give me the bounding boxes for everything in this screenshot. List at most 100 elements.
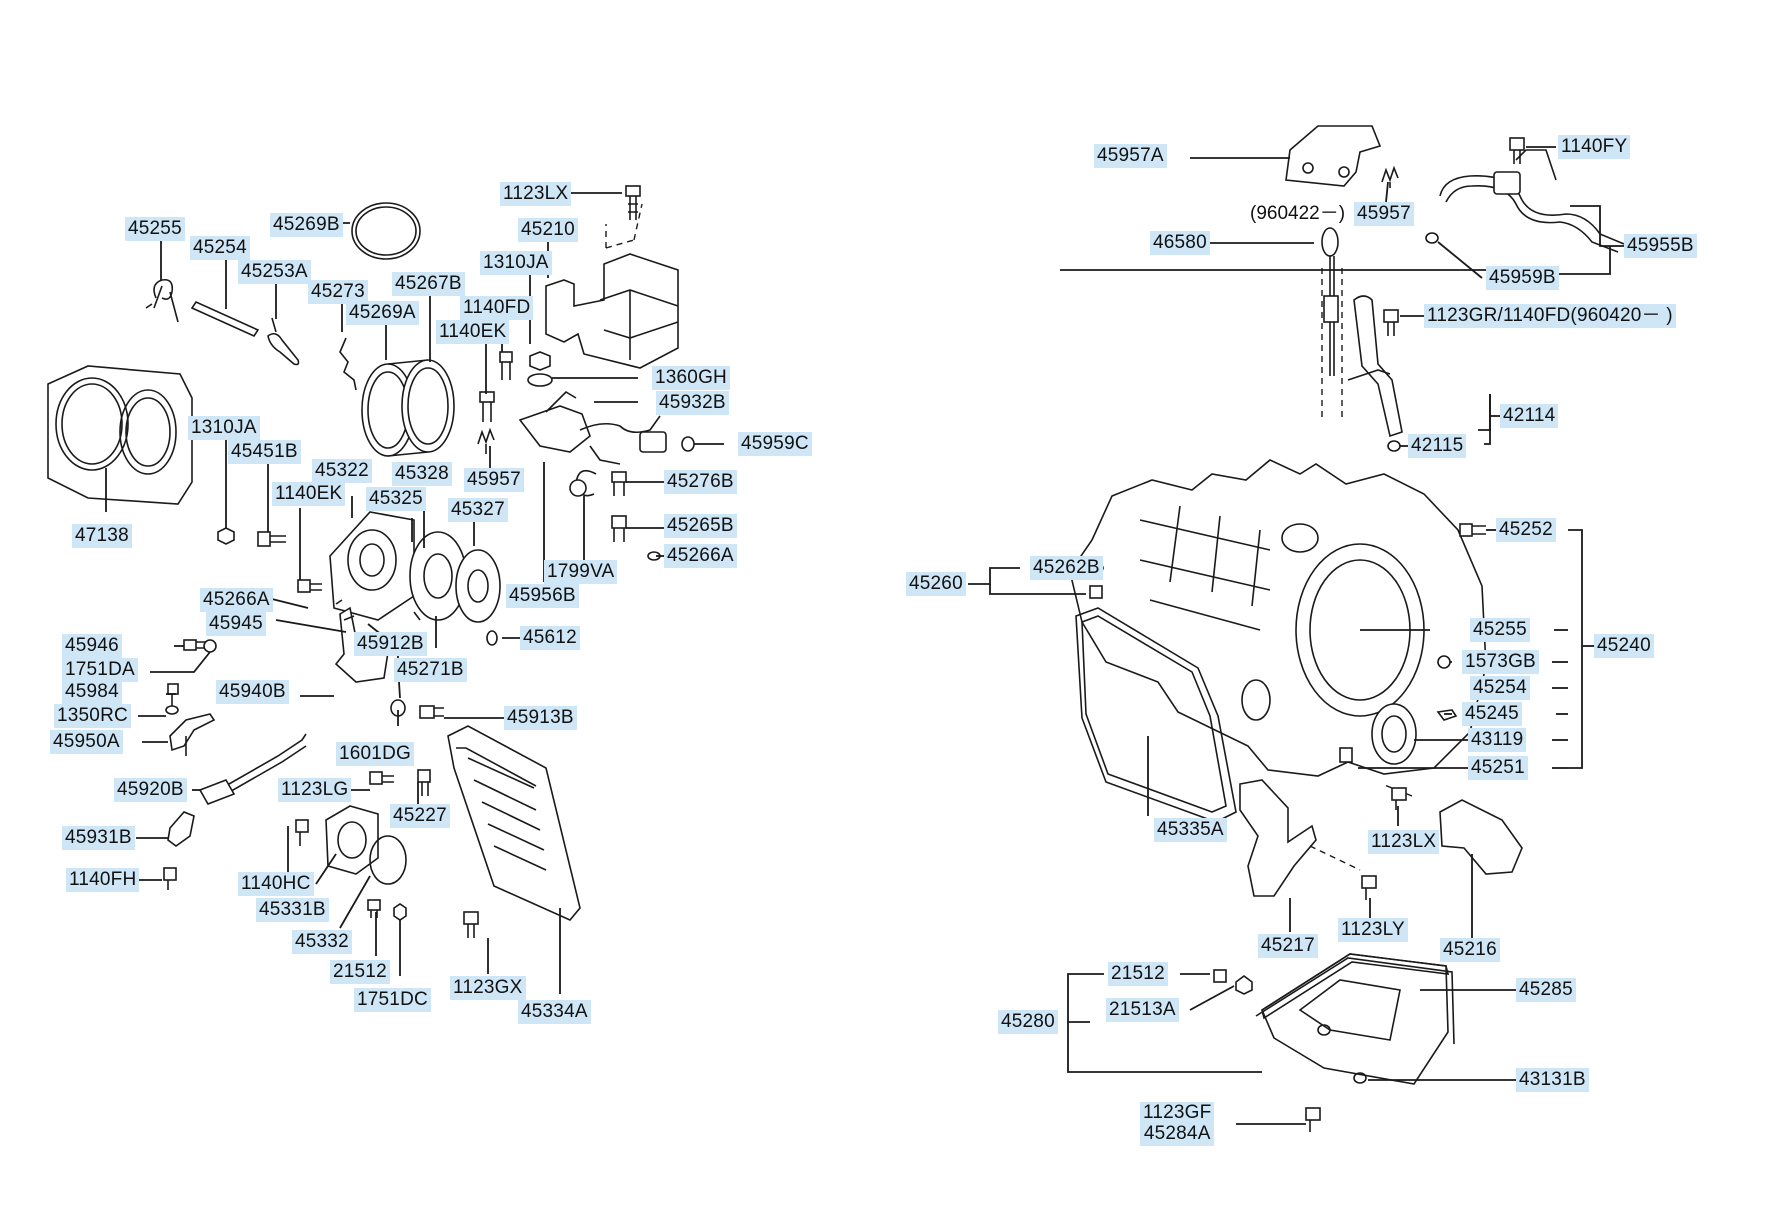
part-label-45266a[interactable]: 45266A [200, 588, 273, 612]
bolt-part [1459, 523, 1486, 537]
part-label-1123gf-45284a[interactable]: 1123GF 45284A [1140, 1102, 1215, 1146]
part-label-1573gb[interactable]: 1573GB [1462, 650, 1539, 674]
part-label-1140ek-2[interactable]: 1140EK [272, 482, 346, 506]
part-label-45260[interactable]: 45260 [906, 572, 966, 596]
part-label-45269b[interactable]: 45269B [270, 213, 343, 237]
part-label-1799va[interactable]: 1799VA [544, 560, 618, 584]
oil-pan-part [1255, 953, 1455, 1085]
part-label-45931b[interactable]: 45931B [62, 826, 135, 850]
part-label-45210[interactable]: 45210 [518, 218, 578, 242]
part-label-45280[interactable]: 45280 [998, 1010, 1058, 1034]
leader-lines-right [968, 146, 1624, 1125]
part-label-45328[interactable]: 45328 [392, 462, 452, 486]
part-label-45932b[interactable]: 45932B [656, 391, 729, 415]
part-label-45940b[interactable]: 45940B [216, 680, 289, 704]
part-label-45254-2[interactable]: 45254 [1470, 676, 1530, 700]
part-label-45269a[interactable]: 45269A [346, 301, 419, 325]
part-label-1123lx[interactable]: 1123LX [500, 182, 572, 206]
part-label-45262b[interactable]: 45262B [1030, 556, 1103, 580]
part-label-42115[interactable]: 42115 [1408, 434, 1467, 458]
part-label-45959b[interactable]: 45959B [1486, 266, 1559, 290]
part-label-45984[interactable]: 45984 [62, 680, 122, 704]
part-label-45945[interactable]: 45945 [206, 612, 266, 636]
part-label-45912b[interactable]: 45912B [354, 632, 427, 656]
control-cable-part [198, 733, 307, 805]
bolt-part [1305, 1107, 1321, 1132]
part-label-1123lg[interactable]: 1123LG [278, 778, 352, 802]
part-label-45217[interactable]: 45217 [1258, 934, 1318, 958]
part-label-42114[interactable]: 42114 [1500, 404, 1559, 428]
part-label-47138[interactable]: 47138 [72, 524, 132, 548]
torsion-spring-part [145, 278, 179, 323]
part-label-45327[interactable]: 45327 [448, 498, 508, 522]
part-label-45276b[interactable]: 45276B [664, 470, 737, 494]
part-label-1751da[interactable]: 1751DA [62, 658, 138, 682]
part-label-45959c[interactable]: 45959C [738, 432, 812, 456]
part-label-1123gx[interactable]: 1123GX [450, 976, 526, 1000]
part-label-45950a[interactable]: 45950A [50, 730, 123, 754]
part-label-1140fy[interactable]: 1140FY [1558, 135, 1631, 159]
part-label-43119[interactable]: 43119 [1468, 728, 1527, 752]
part-label-1140ek[interactable]: 1140EK [436, 320, 510, 344]
part-label-1140fh[interactable]: 1140FH [66, 868, 140, 892]
part-label-45285[interactable]: 45285 [1516, 978, 1576, 1002]
part-label-21512[interactable]: 21512 [330, 960, 390, 984]
part-label-1360gh[interactable]: 1360GH [652, 366, 730, 390]
part-label-1140hc[interactable]: 1140HC [238, 872, 314, 896]
part-label-45251[interactable]: 45251 [1468, 756, 1528, 780]
part-label-45612[interactable]: 45612 [520, 626, 580, 650]
part-label-45325[interactable]: 45325 [366, 487, 426, 511]
part-label-1350rc[interactable]: 1350RC [54, 704, 131, 728]
part-label-45331b[interactable]: 45331B [256, 898, 329, 922]
part-label-45271b[interactable]: 45271B [394, 658, 467, 682]
part-label-45451b[interactable]: 45451B [228, 440, 301, 464]
part-label-45955b[interactable]: 45955B [1624, 234, 1697, 258]
part-label-45956b[interactable]: 45956B [506, 584, 579, 608]
part-label-1310ja[interactable]: 1310JA [480, 251, 552, 275]
part-label-43131b[interactable]: 43131B [1516, 1068, 1589, 1092]
retainer-part [569, 469, 597, 497]
part-label-45957a[interactable]: 45957A [1094, 144, 1167, 168]
part-label-45266a-2[interactable]: 45266A [664, 544, 737, 568]
part-label-45216[interactable]: 45216 [1440, 938, 1500, 962]
bolt-part [1509, 137, 1525, 164]
side-cover-part [447, 725, 581, 921]
part-label-45245[interactable]: 45245 [1462, 702, 1522, 726]
bolt-part [625, 185, 641, 220]
part-label-45255[interactable]: 45255 [125, 217, 185, 241]
part-label-45254[interactable]: 45254 [190, 236, 250, 260]
part-label-45946[interactable]: 45946 [62, 634, 122, 658]
part-label-45920b[interactable]: 45920B [114, 778, 187, 802]
part-label-1140fd[interactable]: 1140FD [460, 296, 534, 320]
part-label-1123gr-1140fd[interactable]: 1123GR/1140FD(960420－ ) [1424, 304, 1676, 328]
part-label-45252[interactable]: 45252 [1496, 518, 1556, 542]
part-label-45957[interactable]: 45957 [464, 468, 524, 492]
part-label-21513a[interactable]: 21513A [1106, 998, 1179, 1022]
part-label-1601dg[interactable]: 1601DG [336, 742, 414, 766]
part-label-45334a[interactable]: 45334A [518, 1000, 591, 1024]
drain-plug-part [367, 899, 407, 921]
part-label-45240[interactable]: 45240 [1594, 634, 1654, 658]
part-label-45265b[interactable]: 45265B [664, 514, 737, 538]
part-label-21512-2[interactable]: 21512 [1108, 962, 1168, 986]
part-label-1123lx-2[interactable]: 1123LX [1368, 830, 1440, 854]
part-label-45335a[interactable]: 45335A [1154, 818, 1227, 842]
part-label-45253a[interactable]: 45253A [238, 260, 311, 284]
part-label-45273[interactable]: 45273 [308, 280, 368, 304]
part-label-1751dc[interactable]: 1751DC [354, 988, 431, 1012]
part-label-45957-2[interactable]: 45957 [1354, 202, 1414, 226]
part-label-45322[interactable]: 45322 [312, 459, 372, 483]
part-label-45332[interactable]: 45332 [292, 930, 352, 954]
fitting-part [611, 471, 661, 561]
part-label-1310ja-2[interactable]: 1310JA [188, 416, 260, 440]
part-label-45913b[interactable]: 45913B [504, 706, 577, 730]
part-label-45227[interactable]: 45227 [390, 804, 450, 828]
bolt-part [257, 531, 286, 547]
filler-tube-part [1347, 295, 1403, 452]
part-label-46580[interactable]: 46580 [1150, 231, 1210, 255]
lever-part [267, 317, 300, 366]
part-label-1123ly[interactable]: 1123LY [1338, 918, 1408, 942]
part-label-45255-2[interactable]: 45255 [1470, 618, 1530, 642]
part-label-45267b[interactable]: 45267B [392, 272, 465, 296]
